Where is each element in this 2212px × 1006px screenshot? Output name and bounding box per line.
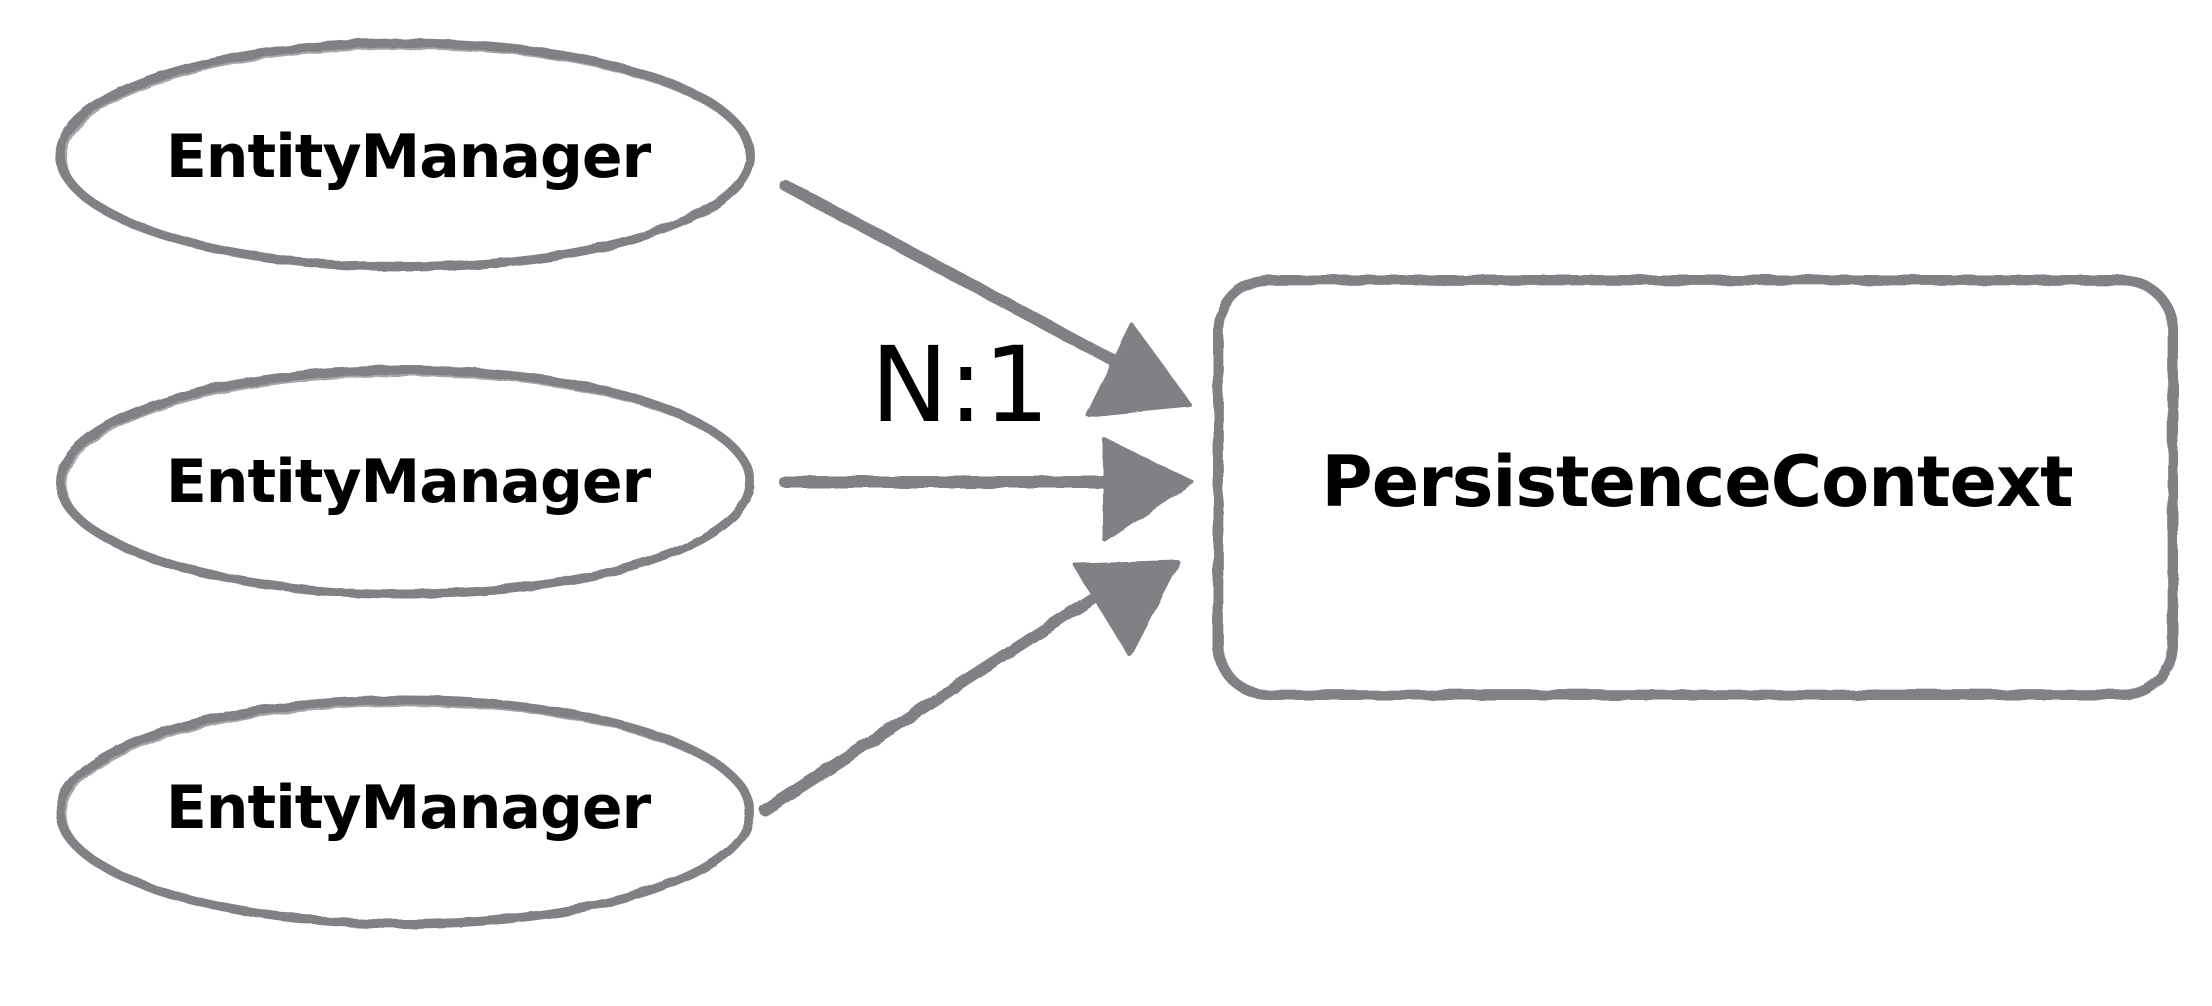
arrow-head-3: [1073, 560, 1180, 657]
entity-manager-label-1: EntityManager: [165, 122, 651, 192]
arrow-head-2: [1103, 438, 1194, 542]
entity-manager-label-2: EntityManager: [165, 447, 651, 517]
persistence-context-box: [1213, 275, 2178, 700]
arrow-shaft-1: [779, 179, 1141, 378]
arrow-head-1: [1086, 323, 1192, 417]
persistence-context-label: PersistenceContext: [1321, 441, 2073, 523]
arrow-shaft-3: [759, 584, 1111, 816]
relation-ratio-label: N:1: [870, 324, 1050, 446]
entity-manager-label-3: EntityManager: [165, 773, 651, 843]
